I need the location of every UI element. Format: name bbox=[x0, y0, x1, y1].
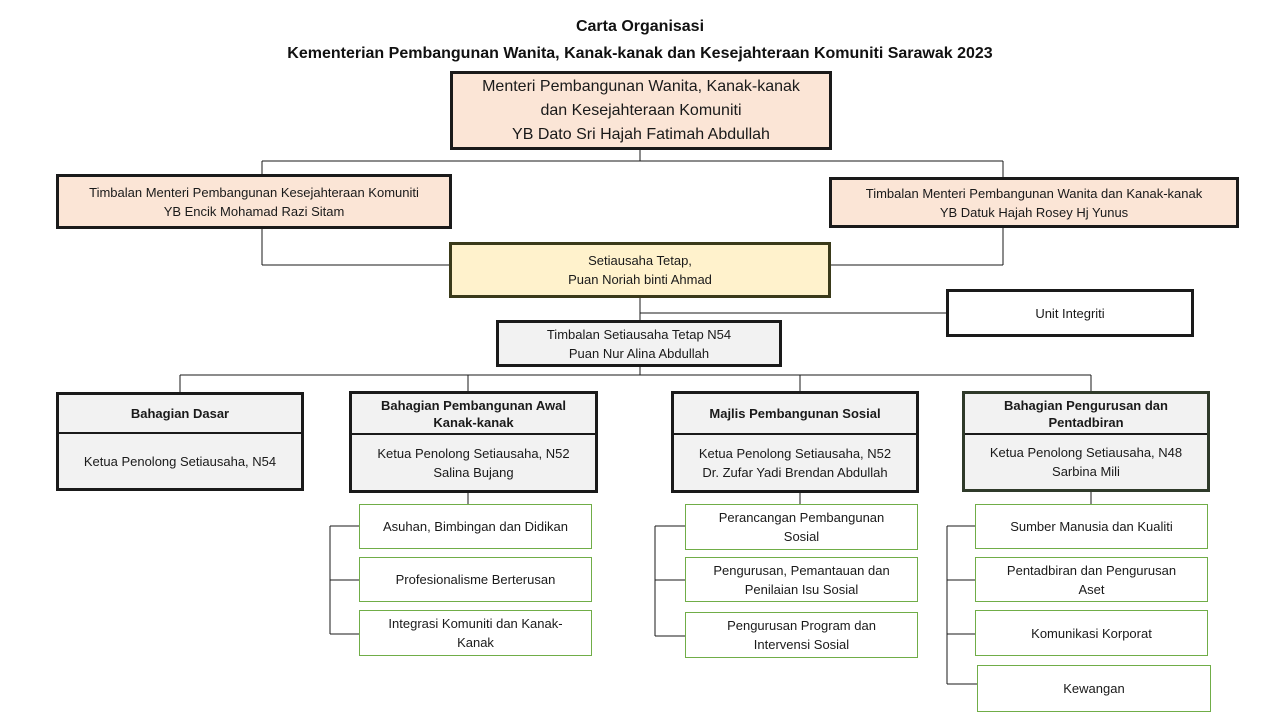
division-box-dasar[interactable]: Bahagian Dasar Ketua Penolong Setiausaha… bbox=[56, 392, 304, 491]
unit-box[interactable]: Komunikasi Korporat bbox=[975, 610, 1208, 656]
unit-label-line1: Pentadbiran dan Pengurusan bbox=[1006, 562, 1177, 578]
division-head-name: Salina Bujang bbox=[433, 464, 514, 480]
unit-label: Profesionalisme Berterusan bbox=[395, 572, 556, 587]
division-head: Ketua Penolong Setiausaha, N48 Sarbina M… bbox=[965, 435, 1207, 489]
division-box-pembangunan-awal[interactable]: Bahagian Pembangunan Awal Kanak-kanak Ke… bbox=[349, 391, 598, 493]
integrity-unit-label: Unit Integriti bbox=[1035, 305, 1105, 321]
division-head-name: Dr. Zufar Yadi Brendan Abdullah bbox=[702, 464, 888, 480]
division-head-title: Ketua Penolong Setiausaha, N52 bbox=[698, 445, 892, 461]
minister-name: YB Dato Sri Hajah Fatimah Abdullah bbox=[512, 125, 770, 143]
unit-label-line1: Pengurusan, Pemantauan dan bbox=[713, 562, 890, 578]
unit-box[interactable]: Pengurusan, Pemantauan dan Penilaian Isu… bbox=[685, 557, 918, 602]
division-name-line1: Majlis Pembangunan Sosial bbox=[709, 406, 881, 421]
division-name: Bahagian Pembangunan Awal Kanak-kanak bbox=[352, 394, 595, 435]
integrity-unit-box[interactable]: Unit Integriti bbox=[946, 289, 1194, 337]
unit-label-line2: Intervensi Sosial bbox=[753, 637, 850, 652]
unit-label-line2: Kanak bbox=[457, 635, 494, 650]
unit-box[interactable]: Asuhan, Bimbingan dan Didikan bbox=[359, 504, 592, 549]
unit-label-line1: Perancangan Pembangunan bbox=[718, 510, 885, 525]
unit-box[interactable]: Sumber Manusia dan Kualiti bbox=[975, 504, 1208, 549]
division-name: Majlis Pembangunan Sosial bbox=[674, 394, 916, 435]
secretary-title: Setiausaha Tetap, bbox=[588, 253, 692, 268]
unit-label-line1: Pengurusan Program dan bbox=[727, 618, 876, 633]
minister-box[interactable]: Menteri Pembangunan Wanita, Kanak-kanak … bbox=[450, 71, 832, 150]
unit-box[interactable]: Integrasi Komuniti dan Kanak- Kanak bbox=[359, 610, 592, 656]
deputy-secretary-name: Puan Nur Alina Abdullah bbox=[568, 345, 710, 361]
chart-subtitle: Kementerian Pembangunan Wanita, Kanak-ka… bbox=[287, 45, 993, 62]
division-box-pengurusan[interactable]: Bahagian Pengurusan dan Pentadbiran Ketu… bbox=[962, 391, 1210, 492]
division-head: Ketua Penolong Setiausaha, N52 Salina Bu… bbox=[352, 435, 595, 490]
deputy-minister-right-title: Timbalan Menteri Pembangunan Wanita dan … bbox=[865, 185, 1203, 201]
unit-box[interactable]: Perancangan Pembangunan Sosial bbox=[685, 504, 918, 550]
division-head-title: Ketua Penolong Setiausaha, N52 bbox=[377, 445, 570, 461]
unit-label: Kewangan bbox=[1063, 681, 1125, 696]
division-head: Ketua Penolong Setiausaha, N52 Dr. Zufar… bbox=[674, 435, 916, 490]
division-name-line1: Bahagian Pengurusan dan bbox=[1004, 397, 1168, 413]
division-head-title: Ketua Penolong Setiausaha, N54 bbox=[83, 453, 277, 469]
division-box-majlis[interactable]: Majlis Pembangunan Sosial Ketua Penolong… bbox=[671, 391, 919, 493]
division-head-title: Ketua Penolong Setiausaha, N48 bbox=[989, 445, 1183, 460]
division-name: Bahagian Dasar bbox=[59, 395, 301, 434]
chart-title: Carta Organisasi bbox=[575, 18, 705, 35]
unit-label-line2: Sosial bbox=[783, 529, 820, 544]
division-name-line1: Bahagian Pembangunan Awal bbox=[381, 397, 566, 413]
deputy-minister-right-name: YB Datuk Hajah Rosey Hj Yunus bbox=[939, 204, 1129, 220]
unit-label: Asuhan, Bimbingan dan Didikan bbox=[382, 519, 568, 534]
unit-box[interactable]: Kewangan bbox=[977, 665, 1211, 712]
division-name-line1: Bahagian Dasar bbox=[130, 406, 230, 421]
unit-label-line1: Integrasi Komuniti dan Kanak- bbox=[388, 616, 563, 631]
unit-box[interactable]: Pentadbiran dan Pengurusan Aset bbox=[975, 557, 1208, 602]
unit-box[interactable]: Profesionalisme Berterusan bbox=[359, 557, 592, 602]
division-head: Ketua Penolong Setiausaha, N54 bbox=[59, 434, 301, 488]
minister-title-line1: Menteri Pembangunan Wanita, Kanak-kanak bbox=[482, 77, 800, 95]
unit-label: Sumber Manusia dan Kualiti bbox=[1010, 519, 1173, 534]
deputy-minister-left-box[interactable]: Timbalan Menteri Pembangunan Kesejahtera… bbox=[56, 174, 452, 229]
unit-box[interactable]: Pengurusan Program dan Intervensi Sosial bbox=[685, 612, 918, 658]
deputy-secretary-box[interactable]: Timbalan Setiausaha Tetap N54 Puan Nur A… bbox=[496, 320, 782, 367]
division-name-line2: Pentadbiran bbox=[1048, 414, 1124, 430]
secretary-box[interactable]: Setiausaha Tetap, Puan Noriah binti Ahma… bbox=[449, 242, 831, 298]
division-name: Bahagian Pengurusan dan Pentadbiran bbox=[965, 394, 1207, 435]
deputy-minister-right-box[interactable]: Timbalan Menteri Pembangunan Wanita dan … bbox=[829, 177, 1239, 228]
unit-label-line2: Penilaian Isu Sosial bbox=[744, 581, 859, 597]
division-name-line2: Kanak-kanak bbox=[433, 414, 514, 430]
minister-title-line2: dan Kesejahteraan Komuniti bbox=[540, 101, 742, 119]
division-head-name: Sarbina Mili bbox=[1052, 464, 1120, 479]
deputy-minister-left-name: YB Encik Mohamad Razi Sitam bbox=[163, 203, 345, 219]
unit-label: Komunikasi Korporat bbox=[1031, 625, 1152, 641]
deputy-secretary-title: Timbalan Setiausaha Tetap N54 bbox=[546, 326, 732, 342]
unit-label-line2: Aset bbox=[1078, 581, 1105, 597]
secretary-name: Puan Noriah binti Ahmad bbox=[568, 272, 712, 287]
deputy-minister-left-title: Timbalan Menteri Pembangunan Kesejahtera… bbox=[89, 184, 419, 200]
